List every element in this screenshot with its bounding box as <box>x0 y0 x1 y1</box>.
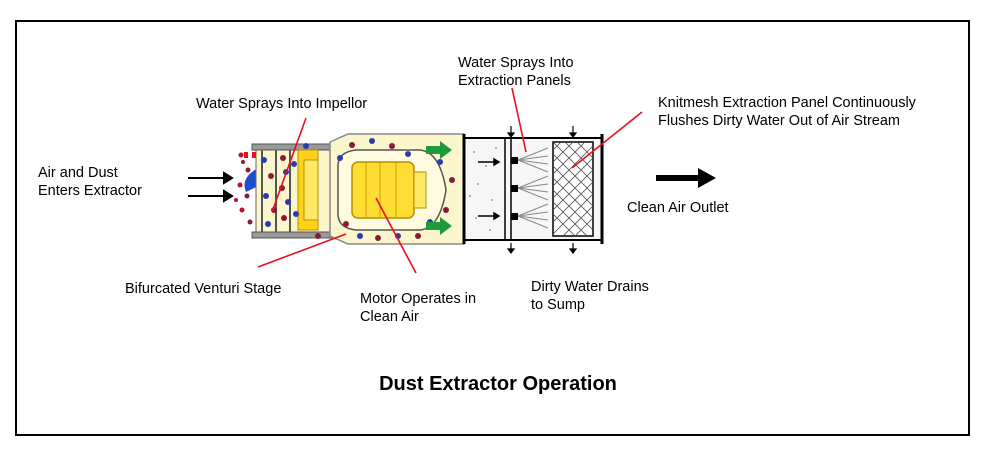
label-drain: Dirty Water Drains to Sump <box>531 278 649 314</box>
label-inlet-line2: Enters Extractor <box>38 183 142 199</box>
label-knitmesh-line1: Knitmesh Extraction Panel Continuously <box>658 95 916 111</box>
body-dust <box>261 138 455 241</box>
outlet-arrow <box>656 168 716 188</box>
leader-venturi <box>257 233 347 268</box>
impellor-spray-marks <box>244 152 256 158</box>
inlet-arrows <box>188 171 234 203</box>
label-panel-spray: Water Sprays Into Extraction Panels <box>458 54 574 90</box>
label-inlet-line1: Air and Dust <box>38 165 118 181</box>
leader-lines <box>257 87 643 274</box>
inlet-dust <box>234 152 253 225</box>
label-knitmesh: Knitmesh Extraction Panel Continuously F… <box>658 94 916 130</box>
knitmesh-panel <box>552 141 594 237</box>
leader-motor <box>375 197 417 274</box>
diagram-frame <box>15 20 970 436</box>
label-venturi: Bifurcated Venturi Stage <box>125 281 282 297</box>
label-drain-line1: Dirty Water Drains <box>531 279 649 295</box>
label-outlet: Clean Air Outlet <box>627 200 729 216</box>
label-motor-line1: Motor Operates in <box>360 291 477 307</box>
label-motor-line2: Clean Air <box>360 309 419 325</box>
label-impellor-spray: Water Sprays Into Impellor <box>196 96 368 112</box>
motor <box>337 149 447 231</box>
leader-impellor <box>271 117 307 213</box>
label-panel-spray-line1: Water Sprays Into <box>458 55 574 71</box>
label-knitmesh-line2: Flushes Dirty Water Out of Air Stream <box>658 113 900 129</box>
label-inlet: Air and Dust Enters Extractor <box>38 164 142 200</box>
label-drain-line2: to Sump <box>531 297 585 313</box>
diagram-title: Dust Extractor Operation <box>379 373 617 395</box>
extraction-chamber <box>462 126 604 254</box>
leader-panel-spray <box>511 87 527 153</box>
label-panel-spray-line2: Extraction Panels <box>458 73 571 89</box>
label-motor: Motor Operates in Clean Air <box>360 290 476 326</box>
impellor-flap <box>244 168 258 192</box>
leader-knitmesh <box>571 111 643 169</box>
green-flow-arrows <box>426 141 452 235</box>
